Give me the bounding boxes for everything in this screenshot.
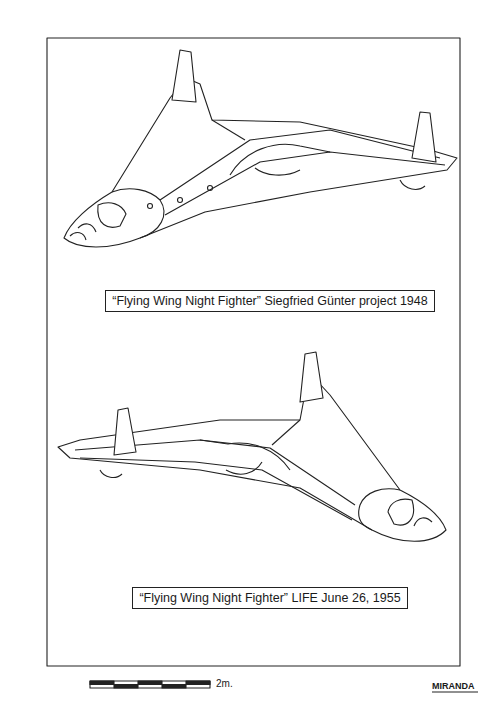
scale-label: 2m. [216, 678, 233, 689]
sheet-frame [47, 38, 460, 666]
caption-box: “Flying Wing Night Fighter” Siegfried Gü… [105, 290, 434, 312]
caption-text: “Flying Wing Night Fighter” LIFE June 26… [139, 591, 400, 605]
caption-box: “Flying Wing Night Fighter” LIFE June 26… [132, 587, 407, 609]
author-logo: MIRANDA [432, 681, 475, 691]
logo-underline [432, 691, 478, 692]
top-aircraft [64, 50, 457, 247]
caption-text: “Flying Wing Night Fighter” Siegfried Gü… [112, 294, 427, 308]
bottom-aircraft [58, 352, 446, 541]
scale-bar [90, 681, 210, 688]
